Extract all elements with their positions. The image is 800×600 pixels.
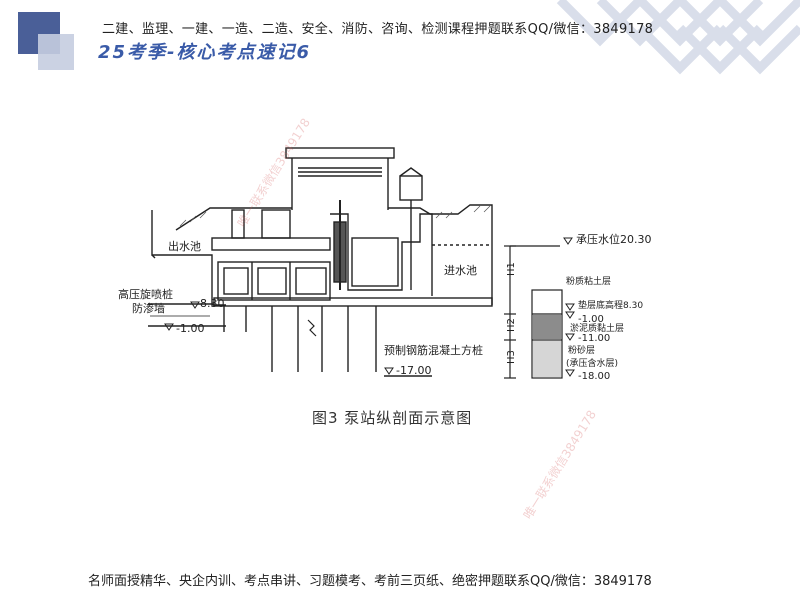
left-ground-line	[151, 210, 226, 306]
embankment-outline	[175, 204, 493, 305]
figure-caption: 图3 泵站纵剖面示意图	[312, 409, 473, 427]
label-silty-sand: 粉砂层	[568, 344, 595, 356]
label-confined-water-level: 承压水位20.30	[576, 232, 652, 246]
base-slab	[213, 297, 493, 307]
elev-m1-00: -1.00	[176, 322, 204, 335]
dim-h3: H3	[506, 350, 517, 364]
lower-chambers	[217, 261, 331, 301]
page-subtitle: 25考季-核心考点速记6	[98, 42, 312, 63]
dim-h1: H1	[506, 262, 517, 276]
label-silty-clay: 粉质粘土层	[566, 275, 611, 287]
label-outlet-pool: 出水池	[168, 239, 201, 253]
elev-right-m11-00: -11.00	[578, 333, 610, 344]
pump-house-roof	[285, 147, 395, 159]
pump-pit	[330, 213, 433, 296]
intake-tower	[399, 175, 423, 201]
header-contact-line: 二建、监理、一建、一造、二造、安全、消防、咨询、检测课程押题联系QQ/微信：38…	[102, 22, 654, 37]
label-inlet-pool: 进水池	[444, 264, 477, 277]
label-cushion-bottom: 垫层底高程8.30	[578, 299, 643, 311]
watermark-2: 唯一联系微信3849178	[521, 408, 599, 522]
footer-contact-line: 名师面授精华、央企内训、考点串讲、习题模考、考前三页纸、绝密押题联系QQ/微信：…	[88, 574, 652, 589]
soil-column	[531, 289, 563, 379]
corner-decoration-light	[38, 34, 74, 70]
label-cutoff-wall-2: 防渗墙	[132, 301, 165, 315]
elev-right-m18-00: -18.00	[578, 371, 610, 382]
elev-8-30: 8.30	[200, 297, 225, 310]
label-confined-aquifer: (承压含水层)	[566, 357, 618, 369]
label-precast-pile: 预制钢筋混凝土方桩	[384, 343, 483, 357]
label-silt-clay: 淤泥质黏土层	[570, 322, 624, 334]
elev-right-m1-00: -1.00	[578, 314, 604, 325]
dim-h2: H2	[506, 318, 517, 332]
outlet-slab	[211, 237, 331, 251]
label-cutoff-wall-1: 高压旋喷桩	[118, 287, 173, 301]
elev-m17-00: -17.00	[396, 364, 431, 377]
